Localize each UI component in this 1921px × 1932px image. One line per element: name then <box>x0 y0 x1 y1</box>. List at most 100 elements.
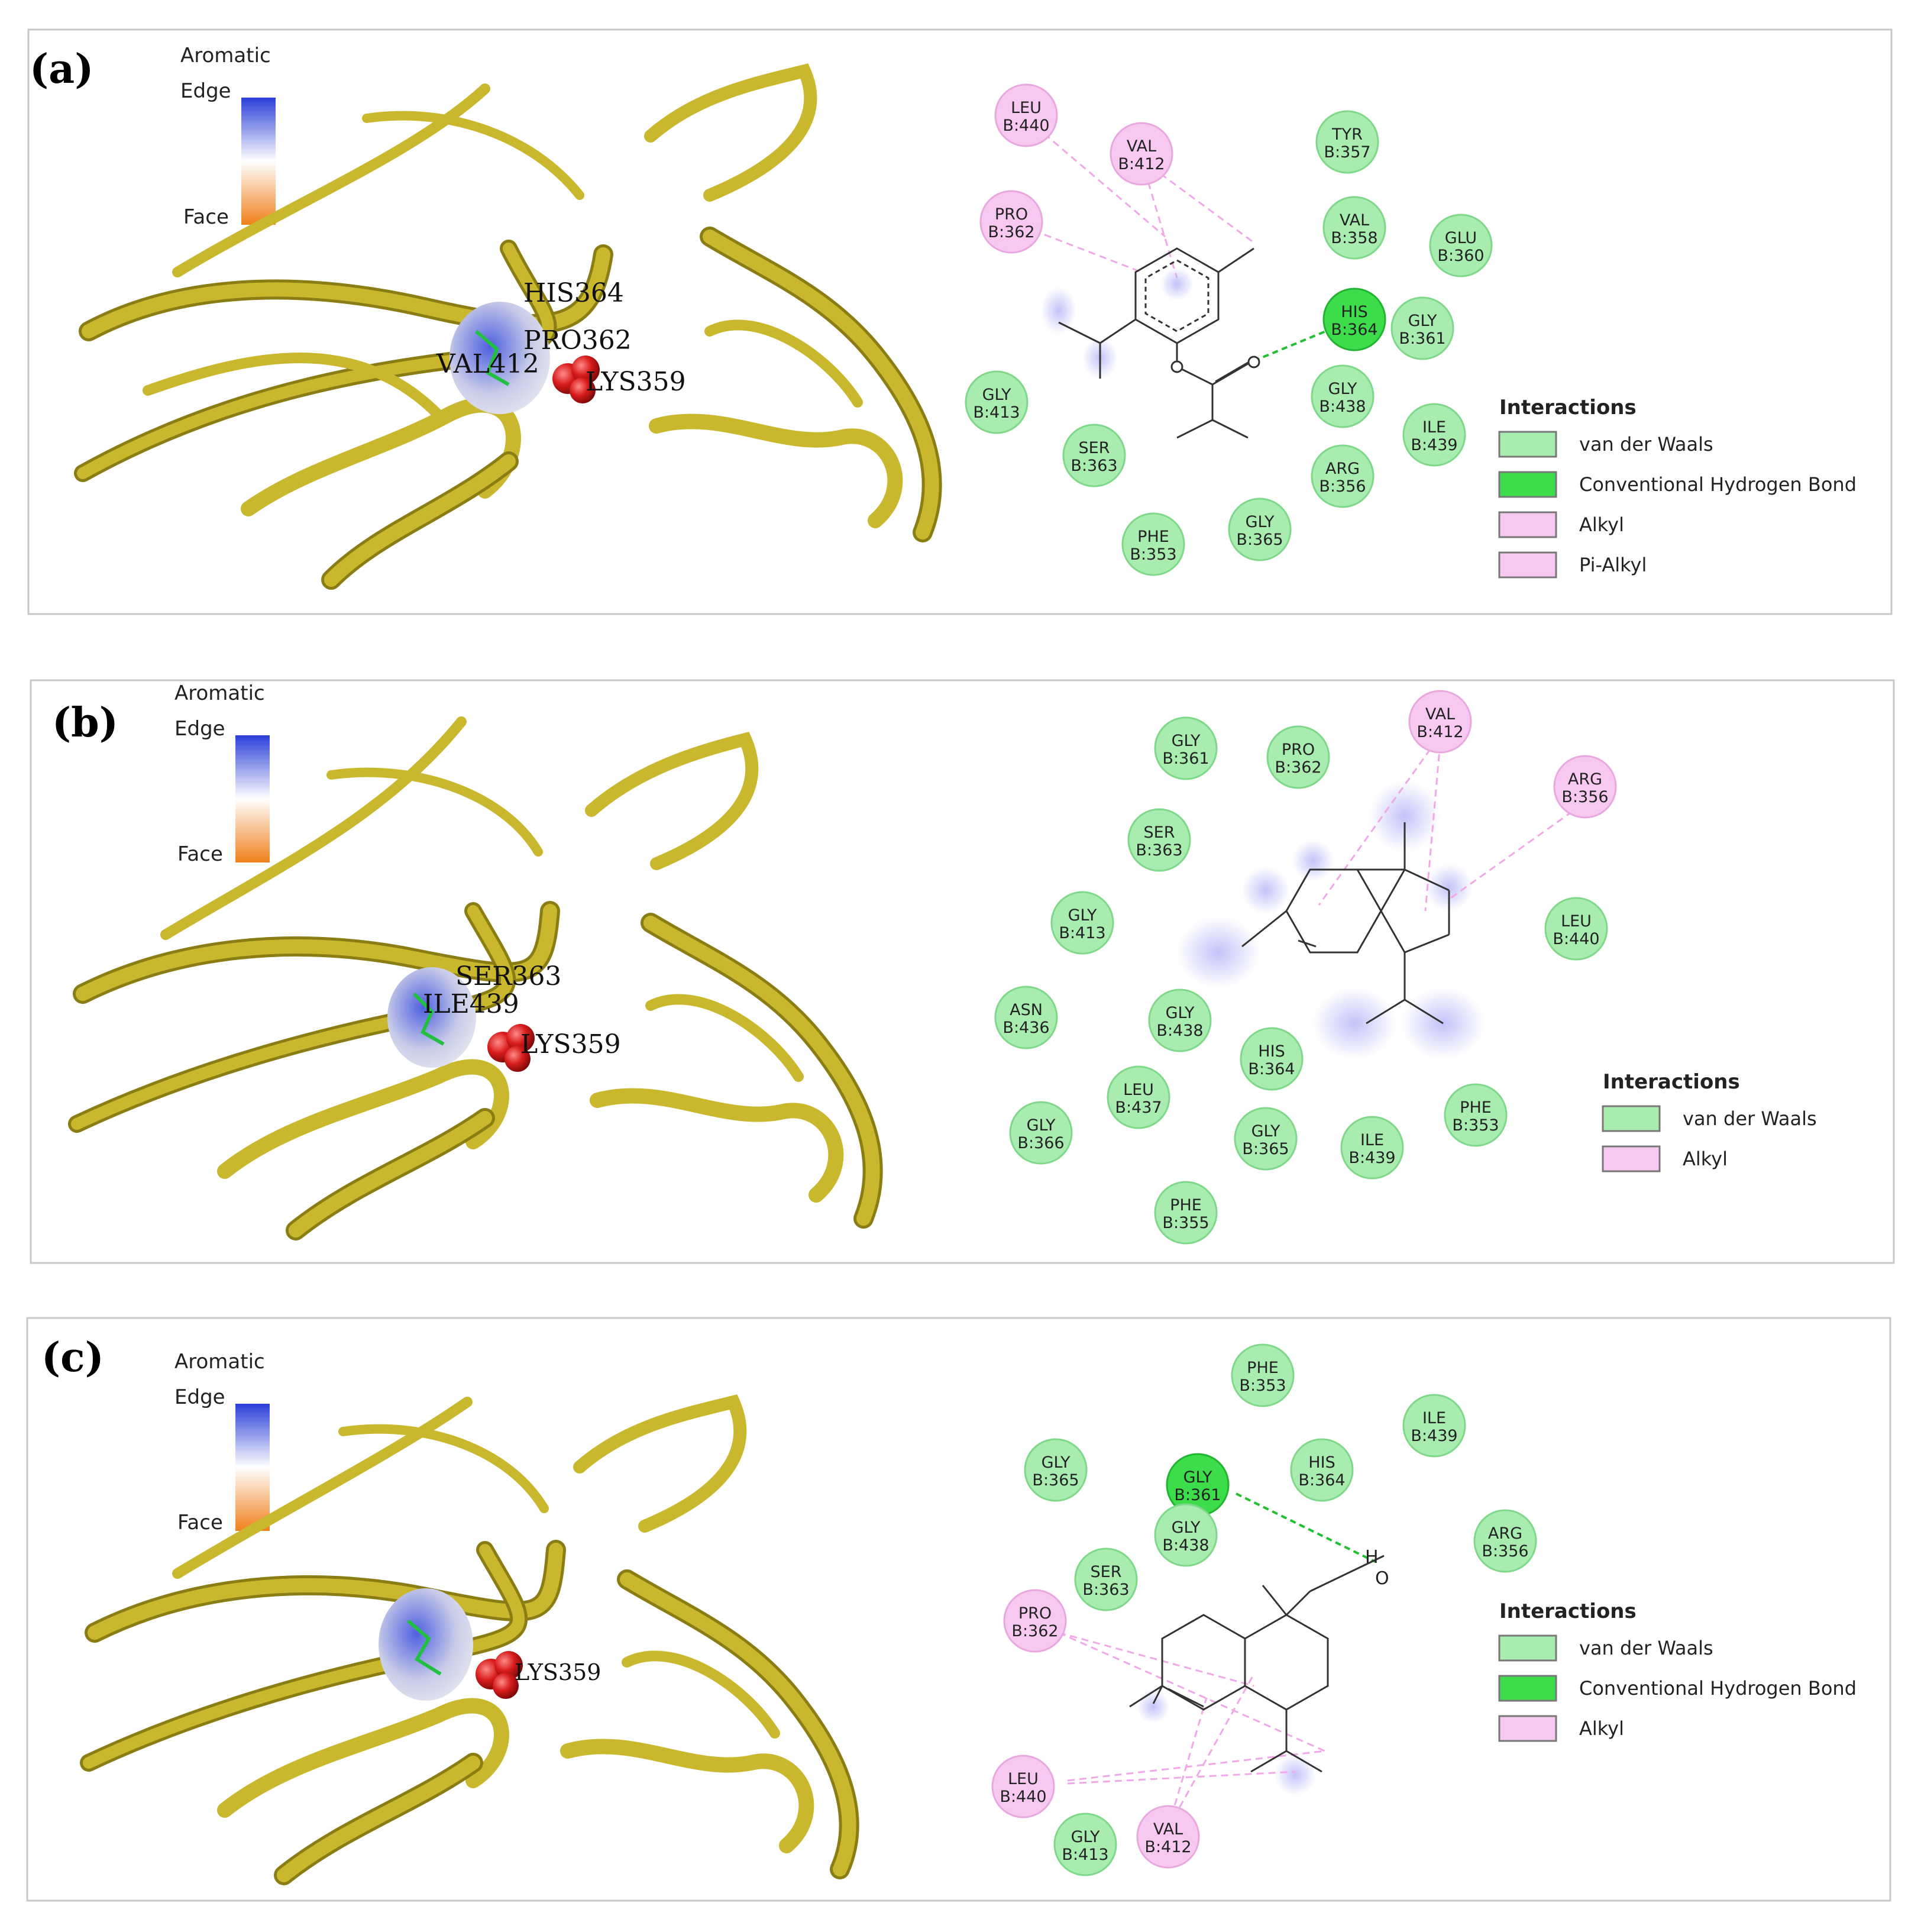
residue-circle <box>1322 196 1386 260</box>
residue-name: LEU <box>1008 1770 1039 1788</box>
residue-number: B:412 <box>1417 723 1463 741</box>
panel-b: (b) Aromatic Edge Face <box>30 679 1895 1264</box>
residue-name: HIS <box>1258 1042 1285 1061</box>
residue-number: B:413 <box>1062 1846 1108 1864</box>
residue-name: GLY <box>1328 380 1357 398</box>
residue-number: B:412 <box>1144 1838 1191 1856</box>
residue-name: VAL <box>1425 705 1455 723</box>
residue-name: GLY <box>1183 1468 1212 1487</box>
residue-circle <box>1228 497 1292 561</box>
ligand-spheres <box>487 1024 535 1072</box>
binding-pocket-surface <box>449 302 550 414</box>
residue-circle <box>991 1755 1055 1818</box>
residue-number: B:439 <box>1411 1427 1457 1445</box>
residue-circle <box>1127 808 1191 872</box>
aromatic-scale: Aromatic Edge Face <box>174 681 270 866</box>
legend-label: Conventional Hydrogen Bond <box>1579 473 1857 496</box>
panel-frame <box>30 679 1895 1264</box>
panel-a: (a) Aromatic Edge Face <box>27 28 1893 615</box>
residue-name: SER <box>1144 823 1175 842</box>
residue-name: PHE <box>1247 1359 1279 1377</box>
pocket-label: LYS359 <box>586 367 686 397</box>
residue-name: GLY <box>1408 312 1437 330</box>
protein-ribbon <box>74 63 942 590</box>
legend-swatch <box>1498 431 1557 458</box>
residue-circle <box>1473 1509 1537 1573</box>
residue-number: B:356 <box>1319 477 1366 496</box>
residue-name: GLY <box>1246 513 1275 531</box>
scale-gradient-bar <box>235 735 270 862</box>
residue-number: B:364 <box>1298 1471 1345 1490</box>
legend-label: Conventional Hydrogen Bond <box>1579 1677 1857 1700</box>
residue-number: B:362 <box>988 223 1034 241</box>
ligand-2d-structure <box>1177 739 1583 1059</box>
residue-name: LEU <box>1561 912 1592 931</box>
residue-name: GLY <box>982 386 1011 404</box>
legend-swatch <box>1498 1715 1557 1742</box>
residue-circle <box>1136 1805 1200 1869</box>
residue-name: VAL <box>1340 211 1369 230</box>
residue-circle <box>994 986 1058 1049</box>
residue-name: GLU <box>1445 229 1477 247</box>
residue-circle <box>1402 403 1466 467</box>
residue-number: B:353 <box>1239 1377 1286 1395</box>
residue-name: ASN <box>1010 1001 1043 1019</box>
legend-swatch <box>1602 1105 1661 1132</box>
residue-circle <box>1062 424 1126 487</box>
residue-name: ILE <box>1422 1409 1446 1427</box>
residue-name: ILE <box>1360 1131 1384 1149</box>
residue-circle <box>1322 287 1386 351</box>
scale-edge-label: Edge <box>180 79 231 103</box>
legend-label: Alkyl <box>1579 513 1624 536</box>
residue-name: SER <box>1091 1563 1122 1581</box>
residue-name: GLY <box>1172 1519 1201 1537</box>
interaction-lines <box>1058 1492 1376 1828</box>
pocket-label: PRO362 <box>523 325 632 356</box>
residue-number: B:364 <box>1248 1060 1295 1078</box>
residue-number: B:353 <box>1452 1116 1499 1135</box>
legend-label: van der Waals <box>1579 1637 1713 1659</box>
atom-label-o: O <box>1375 1568 1389 1589</box>
residue-name: ARG <box>1488 1524 1522 1543</box>
residue-name: HIS <box>1308 1453 1335 1472</box>
residue-circle <box>1402 1394 1466 1458</box>
residue-number: B:438 <box>1162 1536 1209 1555</box>
residue-number: B:440 <box>1553 930 1599 948</box>
legend-swatch <box>1498 511 1557 538</box>
residue-circle <box>1231 1343 1295 1407</box>
legend-swatch <box>1498 471 1557 498</box>
residue-number: B:437 <box>1115 1099 1162 1117</box>
residue-circle <box>1390 296 1454 360</box>
residue-circle <box>994 83 1058 147</box>
ligand-stick <box>475 329 510 386</box>
residue-number: B:355 <box>1162 1214 1209 1232</box>
binding-pocket-surface <box>387 967 476 1068</box>
residue-circle <box>1154 1503 1218 1567</box>
residue-circle <box>1148 988 1212 1052</box>
residue-name: LEU <box>1123 1081 1154 1099</box>
residue-circle <box>1110 122 1173 186</box>
residue-number: B:438 <box>1319 398 1366 416</box>
residue-circle <box>1311 364 1375 428</box>
legend-swatch <box>1602 1145 1661 1172</box>
residue-name: ARG <box>1568 770 1602 789</box>
residue-number: B:440 <box>1002 117 1049 135</box>
scale-face-label: Face <box>177 842 223 866</box>
panel-letter: (a) <box>30 46 93 93</box>
